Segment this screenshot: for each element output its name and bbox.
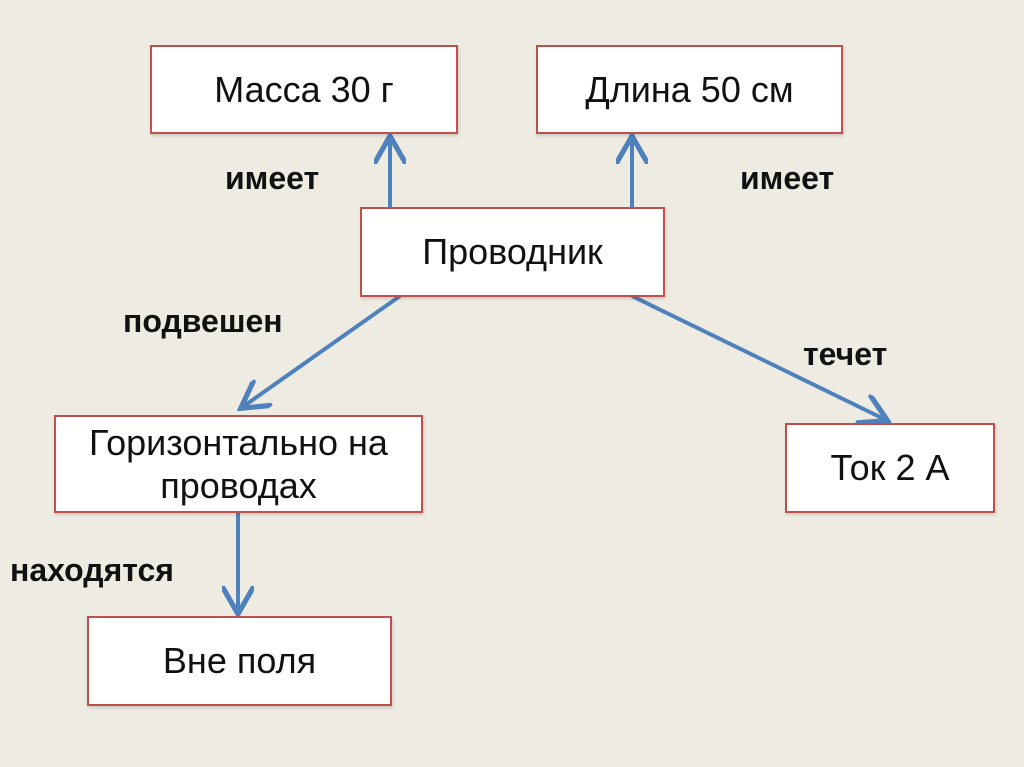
- node-length: Длина 50 см: [536, 45, 843, 134]
- node-conductor: Проводник: [360, 207, 665, 297]
- label-located: находятся: [10, 552, 174, 588]
- node-horizontal: Горизонтально на проводах: [54, 415, 423, 513]
- arrow-to-horizontal: [244, 294, 402, 406]
- label-has-length: имеет: [740, 160, 835, 196]
- node-outside: Вне поля: [87, 616, 392, 706]
- label-has-mass: имеет: [225, 160, 320, 196]
- node-mass: Масса 30 г: [150, 45, 458, 134]
- label-suspended: подвешен: [123, 303, 283, 339]
- label-flows: течет: [803, 336, 888, 372]
- arrow-to-current: [631, 294, 884, 419]
- node-current: Ток 2 А: [785, 423, 995, 513]
